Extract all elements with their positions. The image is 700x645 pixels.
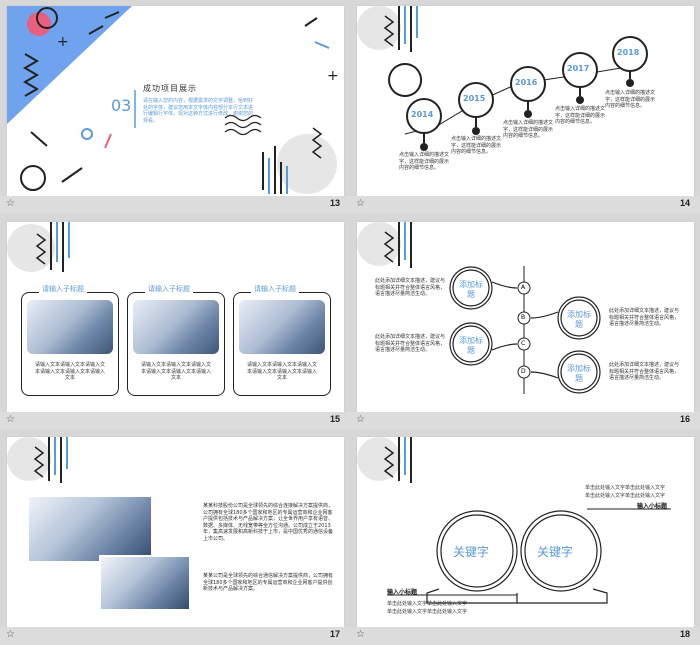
slide-number: 18	[679, 629, 690, 639]
year-2017: 2017	[567, 64, 590, 73]
thumb-footer: ☆ 17	[0, 627, 350, 645]
slide-number: 15	[329, 414, 340, 424]
keyword-right: 关键字	[537, 545, 574, 559]
desc-left-2: 此处添加详细文本描述，建议与标题相关并符合整体语言风格，语言描述尽量简洁生动。	[375, 334, 446, 353]
year-2018: 2018	[617, 48, 640, 57]
slide-number: 13	[329, 198, 340, 208]
company-para-2: 某某公司是全球领先的综合通信解决方案提供商，公司拥有全球180多个国家和地区的专…	[203, 573, 334, 592]
desc-2018: 点击输入详细的描述文字，这样能详细的展示内容的细节信息。	[605, 90, 656, 109]
star-icon[interactable]: ☆	[356, 414, 365, 425]
car-image-small	[99, 555, 191, 611]
slide-16-graphics	[357, 222, 601, 394]
slide-14-graphics	[357, 6, 648, 151]
slide-thumb-13[interactable]: + + 成功项目展示 03 请在输入您的内容，	[0, 0, 350, 214]
car-image	[239, 300, 325, 354]
slide-canvas: 关键字 关键字 输入小标题 单击此处输入文字单击此处输入文字 单击此处输入文字单…	[357, 437, 694, 627]
desc-left-1: 此处添加详细文本描述，建议与标题相关并符合整体语言风格，语言描述尽量简洁生动。	[375, 278, 446, 297]
year-2016: 2016	[515, 78, 538, 87]
slide-17-graphics	[7, 437, 68, 483]
heading-4: 添加标题	[567, 364, 591, 383]
car-image	[133, 300, 219, 354]
node-letter-c: C	[521, 340, 526, 347]
keyword-left: 关键字	[453, 545, 490, 559]
section-index: 03	[111, 96, 132, 115]
slide-number: 17	[329, 629, 340, 639]
desc-2017: 点击输入详细的描述文字，这样能详细的展示内容的细节信息。	[555, 106, 606, 125]
node-letter-a: A	[521, 284, 526, 291]
star-icon[interactable]: ☆	[356, 629, 365, 640]
node-letter-b: B	[521, 314, 526, 321]
node-letter-d: D	[521, 368, 526, 375]
slide-number: 16	[679, 414, 690, 424]
slide-18-graphics	[357, 437, 671, 604]
slide-canvas: 某某科技股份公司是全球领先的综合连接解决方案提供商，公司拥有全球180多个国家和…	[7, 437, 344, 627]
card-title-2: 请输入子标题	[145, 284, 193, 294]
svg-text:+: +	[327, 68, 339, 84]
heading-2: 添加标题	[459, 336, 483, 355]
company-para-1: 某某科技股份公司是全球领先的综合连接解决方案提供商，公司拥有全球180多个国家和…	[203, 503, 334, 542]
slide-thumb-15[interactable]: 请输入子标题 请输入子标题 请输入子标题 请输入文本请输入文本请输入文本请输入文…	[0, 216, 350, 430]
heading-3: 添加标题	[567, 310, 591, 329]
thumb-footer: ☆ 16	[350, 412, 700, 430]
text-right-1: 单击此处输入文字单击此处输入文字	[585, 485, 666, 491]
thumb-footer: ☆ 15	[0, 412, 350, 430]
thumb-footer: ☆ 14	[350, 196, 700, 214]
slide-canvas: 请输入子标题 请输入子标题 请输入子标题 请输入文本请输入文本请输入文本请输入文…	[7, 222, 344, 412]
slide-13-graphics: + +	[7, 6, 339, 194]
text-left-2: 单击此处输入文字单击此处输入文字	[387, 609, 468, 615]
card-text-3: 请输入文本请输入文本请输入文本请输入文本请输入文本请输入文本	[247, 362, 318, 381]
svg-text:+: +	[57, 34, 69, 50]
year-2015: 2015	[463, 94, 486, 103]
star-icon[interactable]: ☆	[6, 198, 15, 209]
slide-15-graphics	[7, 222, 70, 272]
desc-2015: 点击输入详细的描述文字，这样能详细的展示内容的细节信息。	[451, 136, 502, 155]
card-text-2: 请输入文本请输入文本请输入文本请输入文本请输入文本请输入文本	[141, 362, 212, 381]
star-icon[interactable]: ☆	[6, 629, 15, 640]
subtitle-right: 输入小标题	[637, 503, 668, 510]
car-image	[27, 300, 113, 354]
slide-canvas: A B C D 添加标题 添加标题 添加标题 添加标题 此处添加详细文本描述，建…	[357, 222, 694, 412]
heading-1: 添加标题	[459, 280, 483, 299]
thumb-footer: ☆ 13	[0, 196, 350, 214]
slide-thumb-14[interactable]: 2014 2015 2016 2017 2018 点击输入详细的描述文字，这样能…	[350, 0, 700, 214]
desc-right-2: 此处添加详细文本描述，建议与标题相关并符合整体语言风格，语言描述尽量简洁生动。	[609, 362, 680, 381]
card-text-1: 请输入文本请输入文本请输入文本请输入文本请输入文本请输入文本	[35, 362, 106, 381]
slide-canvas: + + 成功项目展示 03 请在输入您的内容，	[7, 6, 344, 196]
slide-thumb-16[interactable]: A B C D 添加标题 添加标题 添加标题 添加标题 此处添加详细文本描述，建…	[350, 216, 700, 430]
desc-2014: 点击输入详细的描述文字，这样能详细的展示内容的细节信息。	[399, 152, 450, 171]
card-title-3: 请输入子标题	[251, 284, 299, 294]
slide-thumb-17[interactable]: 某某科技股份公司是全球领先的综合连接解决方案提供商，公司拥有全球180多个国家和…	[0, 431, 350, 645]
text-left-1: 单击此处输入文字单击此处输入文字	[387, 601, 468, 607]
slide-number: 14	[679, 198, 690, 208]
subtitle-left: 输入小标题	[387, 589, 418, 596]
slide-canvas: 2014 2015 2016 2017 2018 点击输入详细的描述文字，这样能…	[357, 6, 694, 196]
thumb-footer: ☆ 18	[350, 627, 700, 645]
desc-right-1: 此处添加详细文本描述，建议与标题相关并符合整体语言风格，语言描述尽量简洁生动。	[609, 308, 680, 327]
star-icon[interactable]: ☆	[356, 198, 365, 209]
slide-thumb-18[interactable]: 关键字 关键字 输入小标题 单击此处输入文字单击此处输入文字 单击此处输入文字单…	[350, 431, 700, 645]
card-title-1: 请输入子标题	[39, 284, 87, 294]
text-right-2: 单击此处输入文字单击此处输入文字	[585, 493, 666, 499]
star-icon[interactable]: ☆	[6, 414, 15, 425]
car-image-large	[29, 497, 151, 561]
slide-title: 成功项目展示	[143, 84, 197, 93]
slide-body: 请在输入您的内容，根据需求的文字调整，恰到好处的字体，建议您用本文字体内容部分本…	[143, 98, 254, 124]
desc-2016: 点击输入详细的描述文字，这样能详细的展示内容的细节信息。	[503, 120, 554, 139]
year-2014: 2014	[411, 110, 434, 119]
